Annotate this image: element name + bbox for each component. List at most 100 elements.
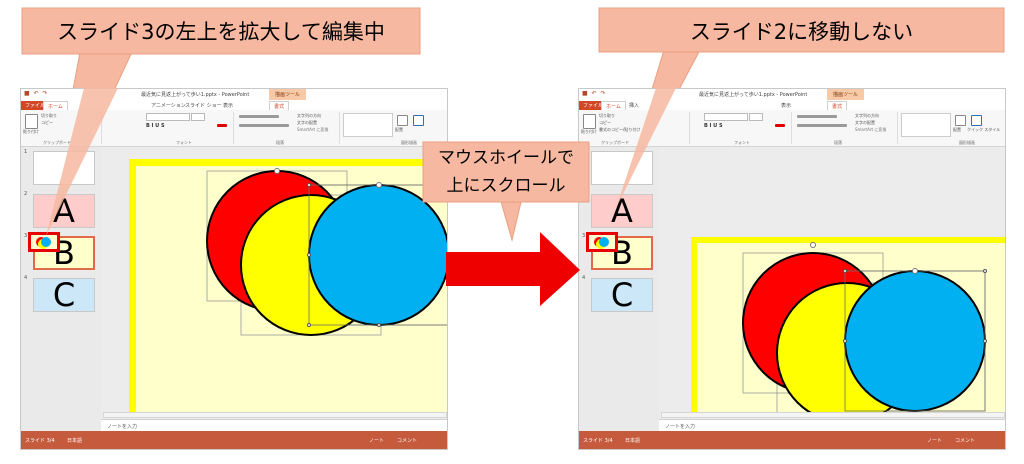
status-comments-button[interactable]: コメント bbox=[397, 438, 418, 444]
format-painter-button[interactable]: 書式のコピー/貼り付け bbox=[599, 127, 641, 132]
shapes-gallery[interactable] bbox=[901, 113, 951, 137]
font-size-select[interactable] bbox=[191, 113, 205, 121]
text-direction-button[interactable]: 文字列の方向 bbox=[855, 113, 879, 118]
copy-button[interactable]: コピー bbox=[41, 120, 53, 125]
paste-icon[interactable] bbox=[583, 114, 596, 129]
tab-home[interactable]: ホーム bbox=[43, 101, 68, 110]
arrange-label: 配置 bbox=[395, 127, 403, 132]
quick-access-toolbar[interactable]: ■ ↶ ↷ bbox=[582, 90, 607, 97]
font-color-icon[interactable] bbox=[217, 124, 227, 127]
slide-thumbnail-4[interactable]: C bbox=[591, 278, 653, 312]
tab-file[interactable]: ファイル bbox=[579, 101, 608, 110]
right-arrow-icon bbox=[446, 232, 580, 306]
arrange-icon[interactable] bbox=[397, 115, 408, 126]
status-notes-button[interactable]: ノート bbox=[927, 438, 943, 444]
cut-button[interactable]: 切り取り bbox=[599, 113, 615, 118]
group-drawing: 図形描画 bbox=[959, 140, 975, 145]
cut-button[interactable]: 切り取り bbox=[41, 113, 57, 118]
group-font: フォント bbox=[176, 140, 192, 145]
drawing-tools-context-tab: 描画ツール bbox=[827, 89, 865, 100]
zoomed-slide-canvas bbox=[129, 159, 447, 417]
status-notes-button[interactable]: ノート bbox=[369, 438, 385, 444]
status-language: 日本語 bbox=[625, 438, 641, 444]
left-callout-pointer-tip bbox=[46, 88, 118, 236]
tab-file[interactable]: ファイル bbox=[21, 101, 50, 110]
middle-callout-text: マウスホイールで 上にスクロール bbox=[423, 144, 589, 200]
arrange-label: 配置 bbox=[953, 127, 961, 132]
slide-thumbnail-4[interactable]: C bbox=[33, 278, 95, 312]
middle-callout-box bbox=[422, 141, 590, 203]
group-paragraph: 段落 bbox=[276, 140, 284, 145]
shapes-gallery[interactable] bbox=[343, 113, 393, 137]
middle-callout-pointer bbox=[499, 197, 523, 242]
tab-insert[interactable]: 挿入 bbox=[629, 103, 640, 109]
notes-pane[interactable]: ノートを入力 bbox=[101, 419, 447, 431]
text-align-button[interactable]: 文字の配置 bbox=[855, 120, 875, 125]
title-bar: ■ ↶ ↷ 最近気に見返上がって歩い1.pptx - PowerPoint 描画… bbox=[21, 89, 447, 100]
bold-italic-underline-buttons[interactable]: B I U S bbox=[704, 123, 723, 129]
group-paragraph: 段落 bbox=[834, 140, 842, 145]
scrolled-slide-canvas bbox=[691, 237, 1005, 417]
slide-number-1: 1 bbox=[24, 149, 28, 155]
slide-number-3: 3 bbox=[582, 233, 586, 239]
smartart-button[interactable]: SmartArt に変換 bbox=[855, 127, 887, 132]
window-title: 最近気に見返上がって歩い1.pptx - PowerPoint bbox=[699, 92, 808, 98]
quick-styles-icon[interactable] bbox=[971, 115, 982, 126]
quick-styles-icon[interactable] bbox=[413, 115, 424, 126]
slide-thumbnail-1[interactable] bbox=[591, 151, 653, 185]
slide-thumbnail-pane[interactable]: 1 2 A 3 B 4 C bbox=[21, 147, 101, 431]
middle-callout-line-2: 上にスクロール bbox=[446, 176, 566, 196]
slide-number-3: 3 bbox=[24, 233, 28, 239]
zoom-region-marker bbox=[586, 232, 618, 252]
tab-format[interactable]: 書式 bbox=[827, 101, 848, 110]
title-bar: ■ ↶ ↷ 最近気に見返上がって歩い1.pptx - PowerPoint 描画… bbox=[579, 89, 1005, 100]
copy-button[interactable]: コピー bbox=[599, 120, 611, 125]
right-callout-box bbox=[598, 7, 1005, 53]
status-slide-counter: スライド 3/4 bbox=[583, 438, 613, 444]
tab-format[interactable]: 書式 bbox=[269, 101, 290, 110]
horizontal-scrollbar[interactable] bbox=[103, 412, 447, 418]
slide-thumbnail-2[interactable]: A bbox=[591, 194, 653, 228]
group-drawing: 図形描画 bbox=[401, 140, 417, 145]
arrange-icon[interactable] bbox=[955, 115, 966, 126]
drawing-tools-context-tab: 描画ツール bbox=[269, 89, 307, 100]
status-bar: スライド 3/4 日本語 ノート コメント bbox=[21, 431, 447, 449]
tab-view[interactable]: 表示 bbox=[781, 103, 792, 109]
smartart-button[interactable]: SmartArt に変換 bbox=[297, 127, 329, 132]
paste-icon[interactable] bbox=[25, 114, 38, 129]
status-slide-counter: スライド 3/4 bbox=[25, 438, 55, 444]
font-name-select[interactable] bbox=[146, 113, 190, 121]
slide-editing-area[interactable] bbox=[101, 147, 447, 431]
slide-thumbnail-pane[interactable]: 1 2 A 3 B 4 C bbox=[579, 147, 659, 431]
group-clipboard: クリップボード bbox=[601, 140, 629, 145]
horizontal-scrollbar[interactable] bbox=[661, 412, 1005, 418]
tab-animation[interactable]: アニメーション bbox=[151, 103, 186, 109]
slide-number-4: 4 bbox=[582, 275, 586, 281]
left-powerpoint-window: ■ ↶ ↷ 最近気に見返上がって歩い1.pptx - PowerPoint 描画… bbox=[20, 88, 448, 450]
paste-label: 貼り付け bbox=[23, 129, 39, 134]
bold-italic-underline-buttons[interactable]: B I U S bbox=[146, 123, 165, 129]
status-bar: スライド 3/4 日本語 ノート コメント bbox=[579, 431, 1005, 449]
font-color-icon[interactable] bbox=[775, 124, 785, 127]
quick-access-toolbar[interactable]: ■ ↶ ↷ bbox=[24, 90, 49, 97]
status-language: 日本語 bbox=[67, 438, 83, 444]
right-callout-pointer-tip bbox=[616, 88, 676, 208]
tab-view[interactable]: 表示 bbox=[223, 103, 234, 109]
paste-label: 貼り付け bbox=[581, 129, 597, 134]
tab-slideshow[interactable]: スライド ショー bbox=[185, 103, 222, 109]
font-size-select[interactable] bbox=[749, 113, 763, 121]
text-direction-button[interactable]: 文字列の方向 bbox=[297, 113, 321, 118]
tab-home[interactable]: ホーム bbox=[601, 101, 626, 110]
slide-number-4: 4 bbox=[24, 275, 28, 281]
font-name-select[interactable] bbox=[704, 113, 748, 121]
slide-editing-area[interactable] bbox=[659, 147, 1005, 431]
notes-pane[interactable]: ノートを入力 bbox=[659, 419, 1005, 431]
middle-callout-line-1: マウスホイールで bbox=[438, 148, 574, 168]
text-align-button[interactable]: 文字の配置 bbox=[297, 120, 317, 125]
status-comments-button[interactable]: コメント bbox=[955, 438, 976, 444]
right-powerpoint-window: ■ ↶ ↷ 最近気に見返上がって歩い1.pptx - PowerPoint 描画… bbox=[578, 88, 1006, 450]
group-clipboard: クリップボード bbox=[43, 140, 71, 145]
zoom-region-marker bbox=[28, 232, 60, 252]
right-callout-text: スライド2に移動しない bbox=[689, 20, 914, 44]
